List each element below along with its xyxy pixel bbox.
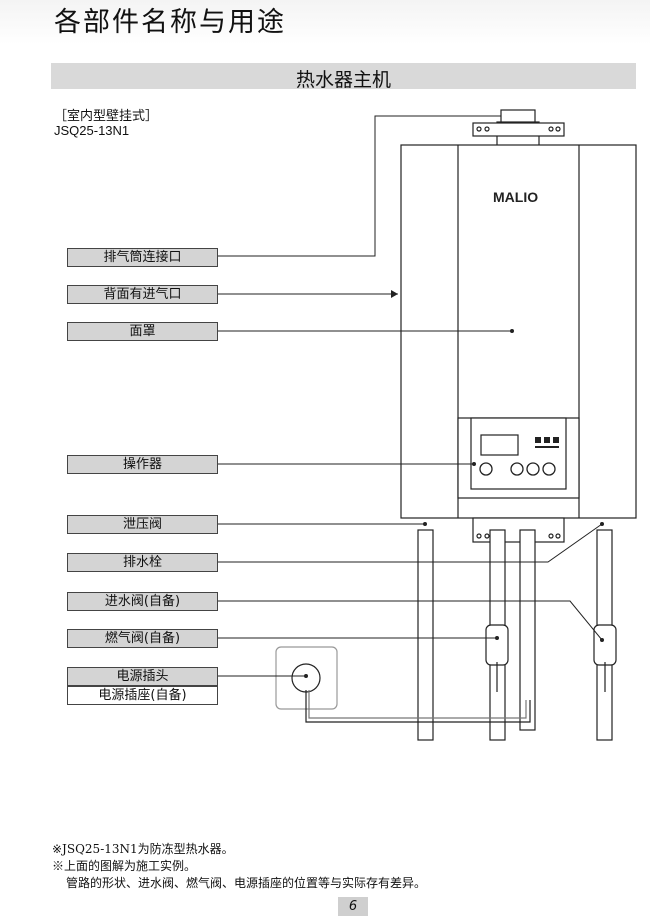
label-cover: 面罩 [67,322,218,341]
mode-button-icon [542,462,556,476]
note-line-3: 管路的形状、进水阀、燃气阀、电源插座的位置等与实际存有差异。 [66,876,427,890]
label-exhaust: 排气筒连接口 [67,248,218,267]
controller-screen [480,434,519,456]
water-valve [593,624,617,666]
note-line-2: ※上面的图解为施工实例。 [52,859,197,873]
section-band: 热水器主机 [51,63,636,91]
leader-exhaust [217,115,501,257]
power-button-icon [479,462,493,476]
indicator-icon [535,437,541,443]
label-power-socket: 电源插座(自备) [67,686,218,705]
page-number: 6 [338,897,368,916]
mounting-bracket [472,122,565,137]
gas-valve [485,624,509,666]
power-cable [305,690,531,723]
leader-water [217,600,603,641]
header-band [0,0,650,44]
temp-down-button-icon [510,462,524,476]
brand-logo: MALIO [493,189,538,205]
pipe-center-b [519,529,536,731]
pipe-left [417,529,434,741]
label-drain-plug: 排水栓 [67,553,218,572]
model-code: JSQ25-13N1 [54,123,130,138]
leader-drain [217,523,603,563]
page-title: 各部件名称与用途 [54,7,286,38]
model-type: ［室内型壁挂式］ [54,109,159,124]
label-controller: 操作器 [67,455,218,474]
temp-up-button-icon [526,462,540,476]
label-power-plug: 电源插头 [67,667,218,686]
note-line-1: ※JSQ25-13N1为防冻型热水器。 [52,842,234,856]
label-water-valve: 进水阀(自备) [67,592,218,611]
label-gas-valve: 燃气阀(自备) [67,629,218,648]
label-air-intake: 背面有进气口 [67,285,218,304]
section-title: 热水器主机 [295,69,391,91]
label-relief-valve: 泄压阀 [67,515,218,534]
